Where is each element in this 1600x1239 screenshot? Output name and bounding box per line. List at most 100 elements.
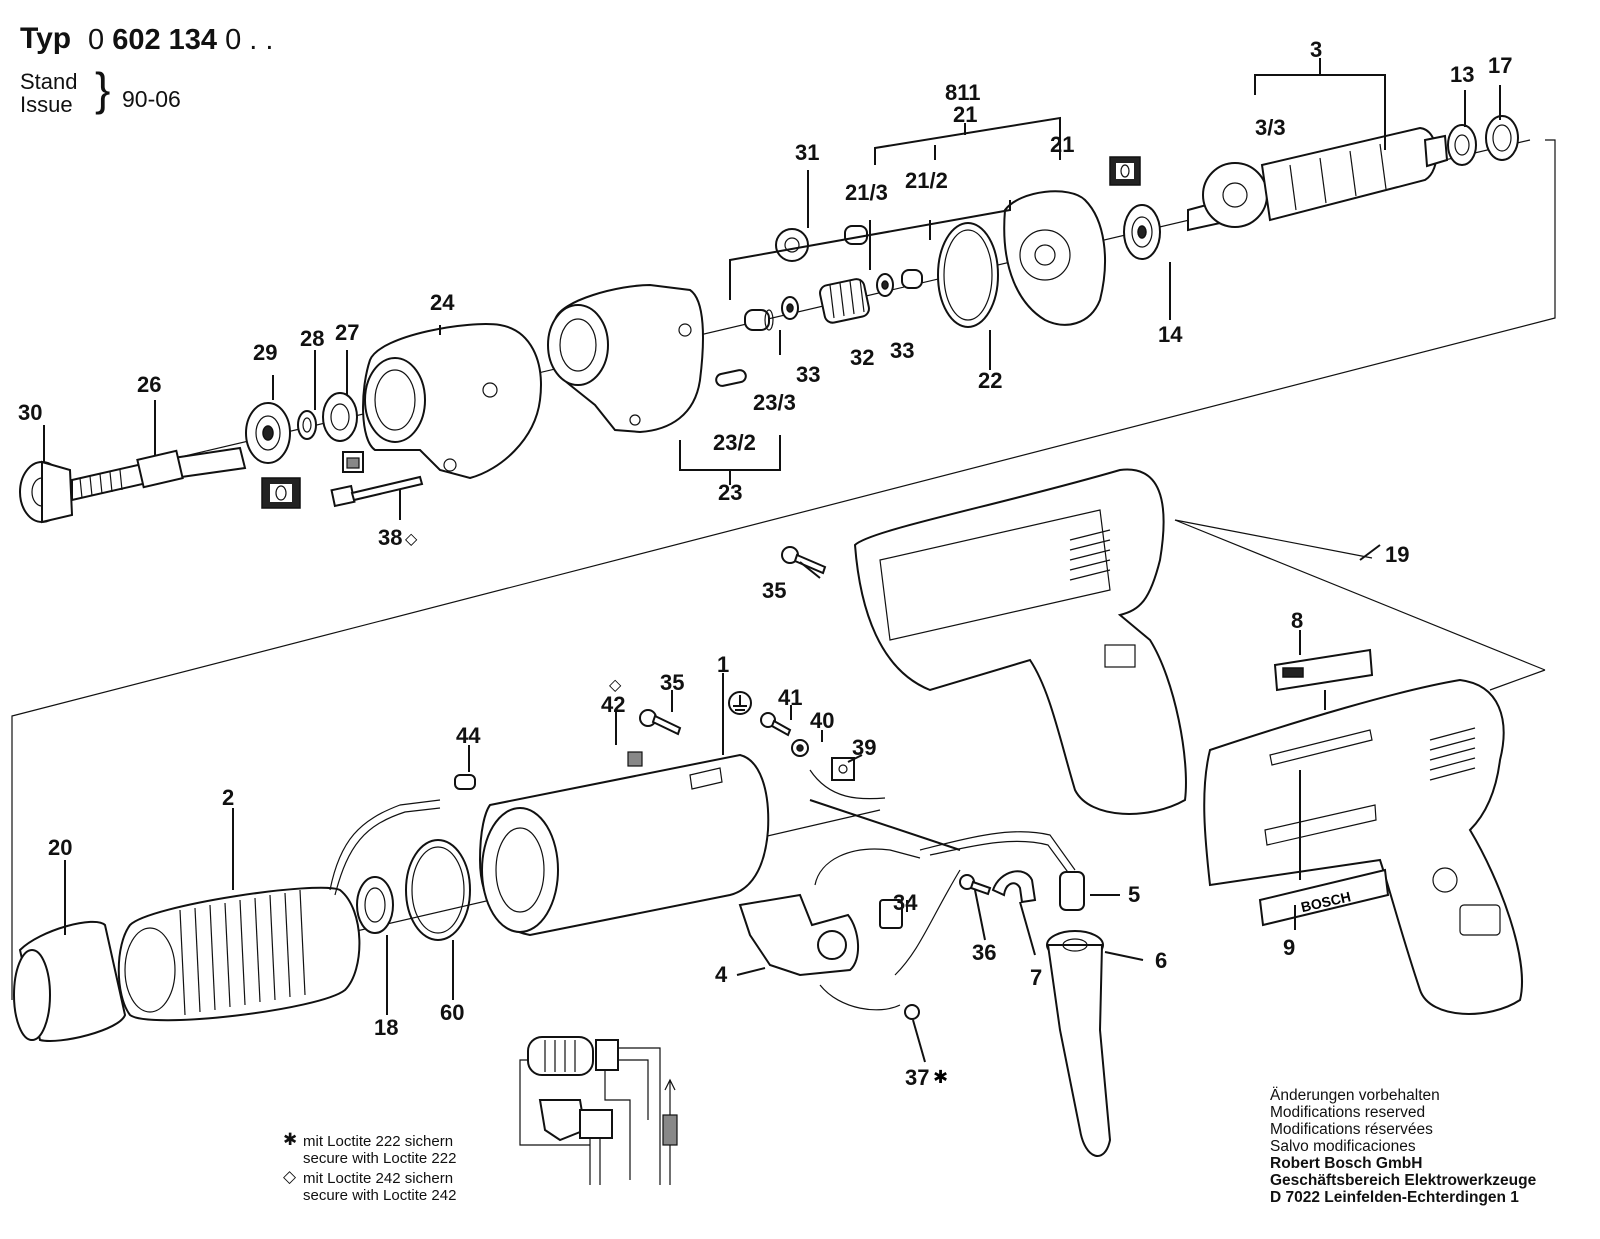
callout-32: 32	[850, 345, 874, 370]
type-label: Typ	[20, 22, 72, 55]
part-35-screw-lower	[639, 709, 682, 736]
part-7-cable-clamp	[991, 870, 1037, 904]
part-38-screw	[330, 475, 424, 508]
callout-3-3: 3/3	[1255, 115, 1286, 140]
part-6-cable	[1046, 930, 1112, 1157]
part-21-2-sleeve	[901, 269, 923, 289]
callout-5: 5	[1128, 882, 1140, 907]
company-division: Geschäftsbereich Elektrowerkzeuge	[1270, 1172, 1537, 1189]
part-34-capacitor	[879, 899, 903, 929]
grease-icon-upper	[1109, 156, 1141, 186]
callout-27: 27	[335, 320, 359, 345]
callout-22: 22	[978, 368, 1002, 393]
note-de: Änderungen vorbehalten	[1270, 1087, 1440, 1104]
callout-18: 18	[374, 1015, 398, 1040]
callout-42: 42	[601, 692, 625, 717]
part-8-nameplate	[1273, 648, 1374, 692]
part-40-washer	[791, 739, 809, 757]
callout-33-left: 33	[796, 362, 820, 387]
frame-lines	[11, 139, 1556, 1000]
part-39-clamp	[809, 757, 886, 800]
callout-35-upper: 35	[762, 578, 786, 603]
part-24-housing-cover	[362, 323, 542, 480]
part-36-screw	[959, 874, 992, 896]
callout-21-3: 21/3	[845, 180, 888, 205]
coil-windings	[179, 889, 306, 1016]
callout-41: 41	[778, 685, 802, 710]
type-number-part-c: 134	[168, 24, 218, 56]
part-17-ring	[1485, 115, 1519, 161]
callout-39: 39	[852, 735, 876, 760]
callout-36: 36	[972, 940, 996, 965]
type-number-part-b: 602	[112, 24, 161, 56]
company-name: Robert Bosch GmbH	[1270, 1155, 1423, 1172]
part-44-sleeve	[454, 774, 476, 790]
part-29-bearing	[245, 402, 291, 464]
callout-2: 2	[222, 785, 234, 810]
callout-23: 23	[718, 480, 742, 505]
loctite-242-en: secure with Loctite 242	[303, 1187, 457, 1204]
wiring-schematic	[519, 1036, 678, 1185]
callout-6: 6	[1155, 948, 1167, 973]
callout-40: 40	[810, 708, 834, 733]
callout-23-2: 23/2	[713, 430, 756, 455]
callout-60: 60	[440, 1000, 464, 1025]
callout-35-lower: 35	[660, 670, 684, 695]
star-symbol: ✱	[283, 1130, 298, 1149]
part-37-screw	[904, 1004, 920, 1020]
callout-28: 28	[300, 326, 324, 351]
part-3-armature	[1187, 126, 1449, 232]
callout-20: 20	[48, 835, 72, 860]
part-32-gear	[819, 278, 870, 324]
part-31-pinion	[775, 228, 809, 262]
part-21-3-sleeve	[844, 225, 868, 245]
part-23-gear-housing	[547, 283, 704, 434]
callout-8: 8	[1291, 608, 1303, 633]
part-9-logo-plate: BOSCH	[1258, 868, 1390, 927]
part-33-washer-a	[781, 296, 799, 320]
part-23-2-pin	[715, 369, 747, 387]
part-27-ring	[322, 392, 358, 442]
loctite-242-note: ◇ mit Loctite 242 sichern secure with Lo…	[283, 1168, 457, 1204]
company-address: D 7022 Leinfelden-Echterdingen 1	[1270, 1189, 1519, 1206]
part-5-cable-sleeve	[1059, 871, 1085, 911]
note-fr: Modifications réservées	[1270, 1121, 1433, 1138]
callout-33-right: 33	[890, 338, 914, 363]
callout-23-3: 23/3	[753, 390, 796, 415]
callout-31: 31	[795, 140, 819, 165]
note-es: Salvo modificaciones	[1270, 1138, 1416, 1155]
ground-symbol	[728, 691, 752, 715]
callout-24: 24	[430, 290, 455, 315]
callout-21-top: 21	[953, 102, 977, 127]
callout-3: 3	[1310, 37, 1322, 62]
callout-37-star: ✱	[933, 1067, 948, 1088]
callout-19: 19	[1385, 542, 1409, 567]
callout-30: 30	[18, 400, 42, 425]
part-4-switch	[738, 848, 921, 1011]
callout-38-diamond: ◇	[405, 529, 418, 548]
loctite-242-de: mit Loctite 242 sichern	[303, 1170, 454, 1187]
callout-9: 9	[1283, 935, 1295, 960]
type-number-part-d: 0 . .	[225, 24, 274, 56]
callout-labels: 3 13 17 3/3 811 21 21 31 21/3 21/2 14 22…	[18, 37, 1512, 1090]
part-13-bearing	[1447, 124, 1477, 166]
part-19-handle-left	[853, 468, 1187, 815]
part-22-oring	[937, 222, 999, 328]
modifications-notes: Änderungen vorbehalten Modifications res…	[1270, 1087, 1536, 1206]
part-2-field-coil	[117, 799, 441, 1022]
note-en: Modifications reserved	[1270, 1104, 1426, 1121]
diamond-symbol: ◇	[283, 1167, 297, 1186]
callout-34: 34	[893, 890, 918, 915]
part-28-washer	[297, 410, 317, 440]
lower-leaders	[43, 425, 1381, 1063]
part-26-spindle	[71, 446, 247, 502]
stand-issue-label: Stand Issue	[20, 70, 78, 116]
part-35-screw-upper	[781, 546, 827, 575]
callout-21-2: 21/2	[905, 168, 948, 193]
callout-38: 38	[378, 525, 402, 550]
part-30-nut	[19, 460, 74, 524]
stand-label: Stand	[20, 69, 78, 94]
callout-7: 7	[1030, 965, 1042, 990]
part-19-handle-right	[1203, 678, 1523, 1015]
